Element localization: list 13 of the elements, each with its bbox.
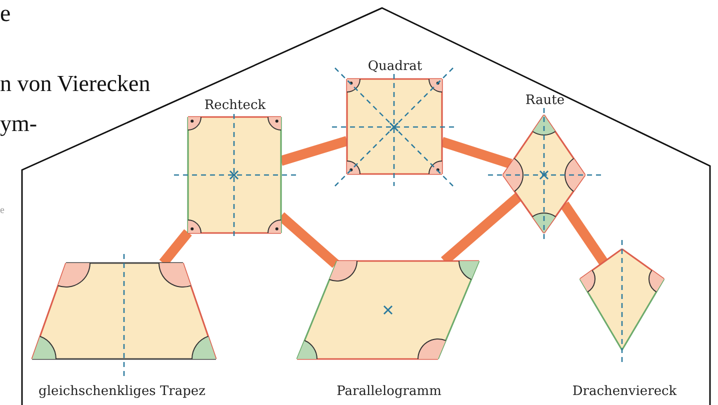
shape-name: Drachenviereck	[572, 385, 677, 398]
shape-name: Rechteck	[204, 99, 266, 112]
shape-name: Quadrat	[368, 60, 422, 73]
connector-bar	[440, 136, 512, 169]
cut-off-text: n von Vierecken	[0, 72, 150, 95]
cut-off-text: e	[0, 206, 4, 216]
shape-name: gleichschenkliges Trapez	[38, 385, 206, 398]
cut-off-text: e	[0, 2, 11, 26]
connector-bar	[280, 136, 348, 166]
connector-bar	[560, 202, 608, 265]
cut-off-text: ym-	[0, 112, 38, 135]
shape-name: Parallelogramm	[336, 385, 442, 398]
shape-name: Raute	[525, 94, 565, 107]
